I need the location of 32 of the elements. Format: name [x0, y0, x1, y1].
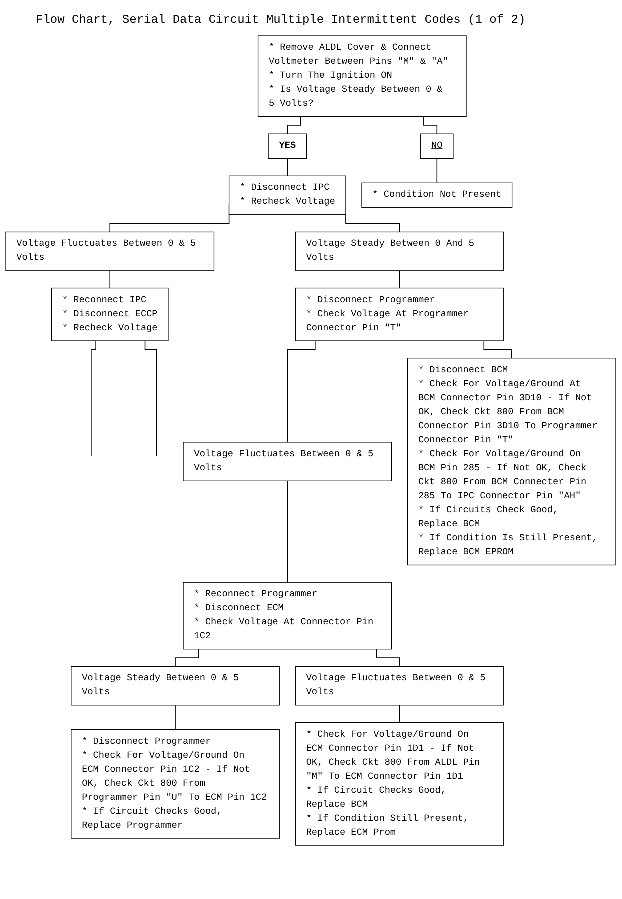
- node-box: Voltage Steady Between 0 & 5 Volts: [71, 666, 280, 706]
- connector: [144, 340, 158, 457]
- connector: [287, 116, 302, 135]
- node-box: * Check For Voltage/Ground On ECM Connector Pin 1D1 - If Not OK, Check Ckt 800 From ALDL Pin "M" To ECM Connector Pin 1D1 * If Circuit Checks Good, Replace BCM * If Condition Still Present, Replace ECM Prom: [295, 722, 504, 846]
- node-box: * Disconnect Programmer * Check For Voltage/Ground On ECM Connector Pin 1C2 - If Not OK, Check Ckt 800 From Programmer Pin "U" To ECM Pin 1C2 * If Circuit Checks Good, Replace Programmer: [71, 729, 280, 839]
- connector: [376, 648, 400, 668]
- connector: [484, 340, 512, 359]
- connector: [175, 705, 176, 730]
- node-box: * Disconnect Programmer * Check Voltage At Programmer Connector Pin "T": [295, 288, 504, 342]
- connector: [287, 340, 316, 443]
- connector: [436, 158, 438, 184]
- node-box: * Reconnect Programmer * Disconnect ECM * Check Voltage At Connector Pin 1C2: [183, 582, 392, 650]
- connector: [91, 340, 96, 457]
- node-box: YES: [268, 134, 308, 160]
- connector: [399, 270, 400, 289]
- node-box: Voltage Fluctuates Between 0 & 5 Volts: [295, 666, 504, 706]
- node-box: * Reconnect IPC * Disconnect ECCP * Recheck Voltage: [51, 288, 169, 342]
- node-box: * Disconnect BCM * Check For Voltage/Ground At BCM Connector Pin 3D10 - If Not OK, Check Ckt 800 From BCM Connector Pin 3D10 To Programmer Connector Pin "T" * Check For Voltage/Ground On BCM Pin 285 - If Not OK, Check Ckt 800 From BCM Connecter Pin 285 To IPC Connector Pin "AH" * If Circuits Check Good, Replace BCM * If Condition Is Still Present, Replace BCM EPROM: [407, 358, 616, 566]
- node-box: * Remove ALDL Cover & Connect Voltmeter Between Pins "M" & "A" * Turn The Ignition ON * Is Voltage Steady Between 0 & 5 Volts?: [258, 36, 467, 118]
- connector: [399, 705, 400, 724]
- node-box: * Disconnect IPC * Recheck Voltage: [228, 176, 346, 216]
- node-box: Voltage Fluctuates Between 0 & 5 Volts: [6, 232, 215, 272]
- node-box: Voltage Steady Between 0 And 5 Volts: [295, 232, 504, 272]
- connector: [110, 270, 111, 289]
- connector: [424, 116, 438, 135]
- node-box: NO: [420, 134, 454, 160]
- connector: [175, 648, 200, 668]
- connector: [287, 158, 288, 177]
- node-box: Voltage Fluctuates Between 0 & 5 Volts: [183, 442, 392, 482]
- chart-title: Flow Chart, Serial Data Circuit Multiple Intermittent Codes (1 of 2): [36, 13, 526, 27]
- node-box: * Condition Not Present: [362, 182, 513, 208]
- connector: [287, 480, 288, 583]
